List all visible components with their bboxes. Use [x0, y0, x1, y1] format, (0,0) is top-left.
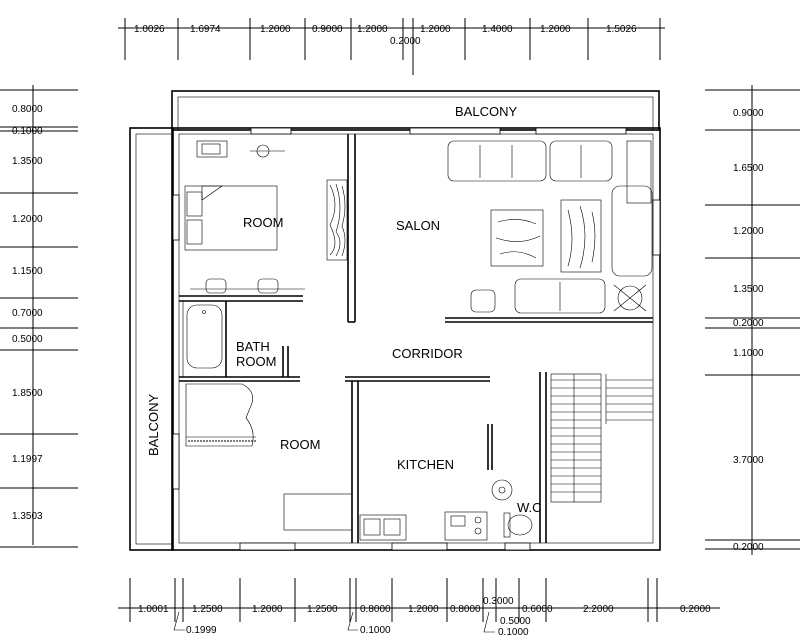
dim-left-6: 0.7000	[12, 308, 43, 319]
dim-bottom-6: 1.2000	[408, 604, 439, 615]
left-dimension-labels: 0.8000 0.1000 1.3500 1.2000 1.1500 0.700…	[12, 104, 43, 522]
dim-right-2: 1.6500	[733, 163, 764, 174]
dim-right-4: 1.3500	[733, 284, 764, 295]
dim-right-7: 3.7000	[733, 455, 764, 466]
dim-right-6: 1.1000	[733, 348, 764, 359]
dim-bottom-4: 1.2500	[307, 604, 338, 615]
dim-left-9: 1.1997	[12, 454, 43, 465]
dimension-lines	[0, 18, 800, 633]
dim-top-7: 1.4000	[482, 24, 513, 35]
dim-top-5: 1.2000	[357, 24, 388, 35]
dim-top-1: 1.0026	[134, 24, 165, 35]
label-balcony-left: BALCONY	[146, 394, 161, 456]
furniture	[184, 140, 653, 541]
label-salon: SALON	[396, 218, 440, 233]
dim-left-8: 1.8500	[12, 388, 43, 399]
dim-bottom-10: 0.2000	[680, 604, 711, 615]
label-corridor: CORRIDOR	[392, 346, 463, 361]
dim-bottom-extra-1: 0.1999	[186, 625, 217, 636]
dim-bottom-3: 1.2000	[252, 604, 283, 615]
dim-bottom-7: 0.8000	[450, 604, 481, 615]
dim-top-2: 1.6974	[190, 24, 221, 35]
dim-top-9: 1.5026	[606, 24, 637, 35]
dim-bottom-extra-4: 0.5000	[500, 616, 531, 627]
label-balcony-top: BALCONY	[455, 104, 517, 119]
dim-right-1: 0.9000	[733, 108, 764, 119]
dim-bottom-extra-3: 0.3000	[483, 596, 514, 607]
dim-left-2: 0.1000	[12, 126, 43, 137]
dim-left-10: 1.3503	[12, 511, 43, 522]
dim-right-3: 1.2000	[733, 226, 764, 237]
dim-right-8: 0.2000	[733, 542, 764, 553]
dim-top-extra: 0.2000	[390, 36, 421, 47]
dim-bottom-5: 0.8000	[360, 604, 391, 615]
dim-bottom-1: 1.0001	[138, 604, 169, 615]
dim-left-5: 1.1500	[12, 266, 43, 277]
dim-left-1: 0.8000	[12, 104, 43, 115]
dim-top-3: 1.2000	[260, 24, 291, 35]
dim-bottom-extra-2: 0.1000	[360, 625, 391, 636]
dim-top-8: 1.2000	[540, 24, 571, 35]
dim-bottom-extra-5: 0.1000	[498, 627, 529, 638]
dim-bottom-2: 1.2500	[192, 604, 223, 615]
top-dimension-labels: 1.0026 1.6974 1.2000 0.9000 1.2000 1.200…	[134, 24, 637, 47]
label-kitchen: KITCHEN	[397, 457, 454, 472]
walls	[129, 90, 661, 551]
right-dimension-labels: 0.9000 1.6500 1.2000 1.3500 0.2000 1.100…	[733, 108, 764, 553]
windows	[172, 127, 661, 551]
dim-bottom-9: 2.2000	[583, 604, 614, 615]
dim-left-3: 1.3500	[12, 156, 43, 167]
room-labels: BALCONY BALCONY ROOM SALON BATH ROOM COR…	[146, 104, 542, 515]
dim-top-6: 1.2000	[420, 24, 451, 35]
label-bath-line2: ROOM	[236, 354, 276, 369]
label-bath-line1: BATH	[236, 339, 270, 354]
dim-right-5: 0.2000	[733, 318, 764, 329]
label-room-top: ROOM	[243, 215, 283, 230]
dim-left-7: 0.5000	[12, 334, 43, 345]
dim-top-4: 0.9000	[312, 24, 343, 35]
label-room-bottom: ROOM	[280, 437, 320, 452]
dim-left-4: 1.2000	[12, 214, 43, 225]
label-wc: W.C	[517, 500, 542, 515]
bottom-dimension-labels: 1.0001 1.2500 1.2000 1.2500 0.8000 1.200…	[138, 596, 711, 638]
dim-bottom-8: 0.6000	[522, 604, 553, 615]
